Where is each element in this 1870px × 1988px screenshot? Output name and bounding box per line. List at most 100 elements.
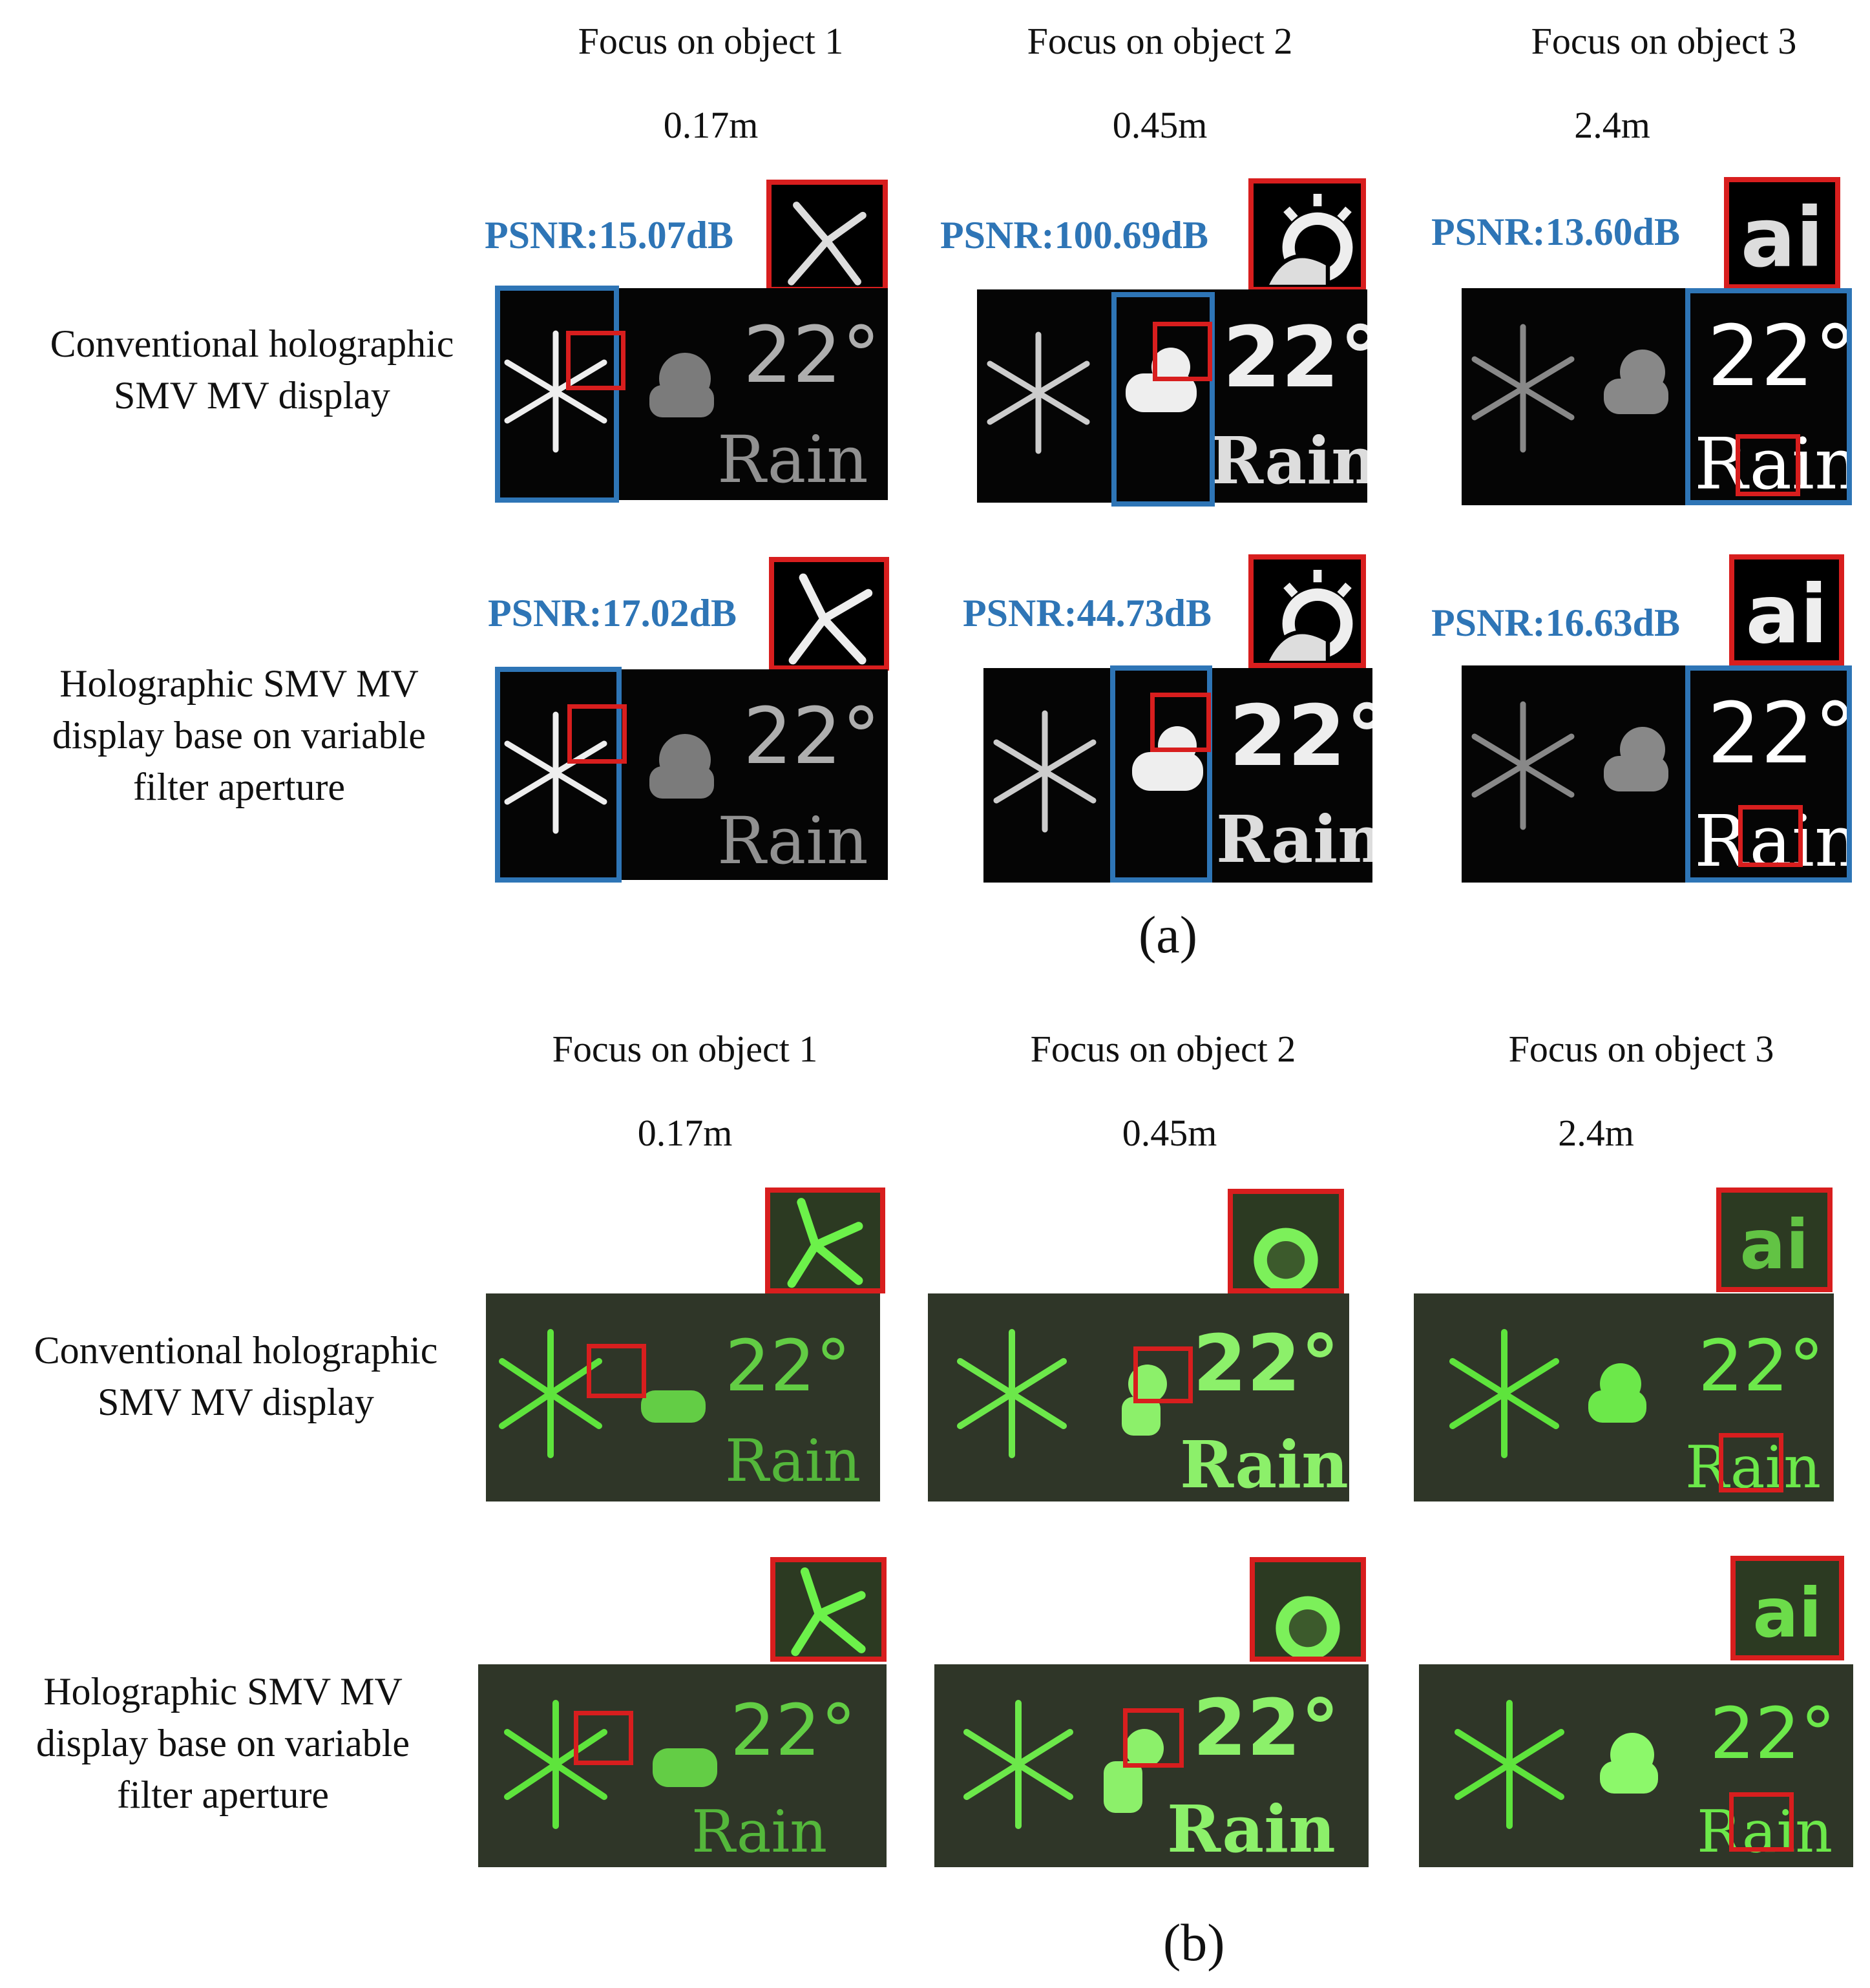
blue-frame-a-r2c1 <box>495 667 622 883</box>
temperature-text: 22° <box>743 692 881 782</box>
psnr-r1-c3: PSNR:13.60dB <box>1431 211 1681 253</box>
cloud-sun-icon <box>1604 727 1668 791</box>
zoom-inset-sun-r2c2 <box>1248 554 1366 668</box>
b-header-col1: Focus on object 1 <box>552 1028 818 1070</box>
snowflake-icon <box>987 331 1090 454</box>
inset-letters-text: ai <box>1753 1573 1822 1653</box>
snowflake-icon <box>1471 324 1575 453</box>
red-highlight-a-r1c3 <box>1736 434 1800 496</box>
red-highlight-b-r2c3 <box>1729 1792 1794 1852</box>
panel-b-r2c1: 22° Rain <box>478 1664 887 1867</box>
rain-text: Rain <box>717 803 868 879</box>
rain-text: Rain <box>1216 801 1372 877</box>
temperature-text: 22° <box>1193 1319 1339 1409</box>
cloud-sun-icon <box>1604 350 1668 414</box>
cloud-sun-icon <box>1600 1733 1658 1794</box>
snowflake-icon <box>993 710 1097 833</box>
rain-text: Rain <box>1180 1427 1349 1501</box>
cloud-sun-icon <box>653 1748 717 1787</box>
zoom-inset-sun-b-r1c2 <box>1228 1189 1344 1293</box>
rain-text: Rain <box>1694 800 1849 883</box>
zoom-inset-snowflake-r2c1 <box>769 557 889 671</box>
panel-b-r1c3: 22° Rain <box>1414 1293 1834 1501</box>
red-highlight-b-r1c2 <box>1133 1346 1193 1403</box>
snowflake-icon <box>1471 701 1575 830</box>
cloud-sun-icon <box>649 353 714 417</box>
temperature-text: 22° <box>725 1324 851 1407</box>
panel-a-r1c1: 22° Rain <box>498 288 888 500</box>
temperature-text: 22° <box>1193 1684 1339 1774</box>
inset-letters-text: ai <box>1740 1205 1809 1284</box>
snowflake-icon <box>1449 1329 1559 1458</box>
cloud-sun-icon <box>1132 726 1203 791</box>
b-header-col3: Focus on object 3 <box>1508 1028 1774 1070</box>
blue-frame-a-r2c2 <box>1110 665 1212 883</box>
a-row1-label: Conventional holographic SMV MV display <box>50 322 454 417</box>
snowflake-icon <box>499 1329 602 1458</box>
psnr-r1-c1: PSNR:15.07dB <box>485 214 734 256</box>
psnr-r2-c3: PSNR:16.63dB <box>1431 602 1681 644</box>
panel-b-r2c3: 22° Rain <box>1419 1664 1853 1867</box>
cloud-sun-icon <box>649 734 714 799</box>
rain-text: Rain <box>691 1798 827 1866</box>
b-header-col2: Focus on object 2 <box>1030 1028 1296 1070</box>
zoom-inset-letters-b-r1c3: ai <box>1716 1188 1833 1292</box>
b-distance-col3: 2.4m <box>1558 1112 1634 1154</box>
rain-text: Rain <box>1210 423 1367 499</box>
cloud-sun-icon <box>1104 1729 1164 1813</box>
panel-a-r2c3: 22° Rain <box>1462 665 1849 883</box>
rain-text: Rain <box>1167 1791 1336 1867</box>
zoom-inset-sun-r1c2 <box>1248 178 1366 292</box>
cloud-sun-icon <box>641 1390 706 1423</box>
red-highlight-a-r2c2 <box>1150 693 1211 752</box>
rain-text: Rain <box>717 422 868 497</box>
a-header-col3: Focus on object 3 <box>1531 20 1797 62</box>
temperature-text: 22° <box>730 1689 856 1772</box>
temperature-text: 22° <box>1229 687 1372 785</box>
zoom-inset-snowflake-b-r1c1 <box>765 1188 885 1293</box>
temperature-text: 22° <box>1710 1692 1836 1775</box>
red-highlight-a-r2c1 <box>567 704 627 764</box>
zoom-inset-sun-b-r2c2 <box>1250 1557 1366 1662</box>
blue-frame-a-r1c1 <box>495 286 619 503</box>
temperature-text: 22° <box>1707 307 1849 405</box>
temperature-text: 22° <box>1223 308 1367 406</box>
cloud-sun-icon <box>1588 1363 1646 1423</box>
temperature-text: 22° <box>1707 684 1849 782</box>
snowflake-icon <box>504 711 607 834</box>
a-header-col1: Focus on object 1 <box>578 20 844 62</box>
zoom-inset-letters-r1c3: ai <box>1724 177 1840 289</box>
a-row2-label: Holographic SMV MV display base on varia… <box>52 662 426 808</box>
zoom-inset-letters-b-r2c3: ai <box>1730 1556 1844 1660</box>
psnr-r1-c2: PSNR:100.69dB <box>940 214 1209 256</box>
a-distance-col2: 0.45m <box>1112 104 1208 146</box>
inset-letters-text: ai <box>1741 191 1824 284</box>
cloud-sun-icon <box>1122 1365 1167 1436</box>
red-highlight-b-r2c1 <box>574 1711 633 1765</box>
b-row2-label: Holographic SMV MV display base on varia… <box>36 1670 410 1816</box>
snowflake-icon <box>504 1700 607 1829</box>
rain-text: Rain <box>1697 1798 1833 1866</box>
blue-frame-a-r2c3 <box>1685 665 1852 883</box>
panel-b-r1c2: 22° Rain <box>928 1293 1349 1501</box>
temperature-text: 22° <box>1698 1324 1824 1407</box>
panel-a-r1c3: 22° Rain <box>1462 288 1849 505</box>
caption-b: (b) <box>1163 1913 1225 1972</box>
zoom-inset-letters-r2c3: ai <box>1729 554 1844 665</box>
panel-b-r2c2: 22° Rain <box>934 1664 1369 1867</box>
red-highlight-b-r1c1 <box>587 1344 646 1398</box>
snowflake-icon <box>957 1329 1067 1458</box>
snowflake-icon <box>963 1700 1073 1829</box>
a-header-col2: Focus on object 2 <box>1027 20 1293 62</box>
red-highlight-b-r1c3 <box>1719 1433 1783 1492</box>
a-distance-col3: 2.4m <box>1574 104 1650 146</box>
zoom-inset-snowflake-b-r2c1 <box>770 1557 887 1662</box>
red-highlight-a-r2c3 <box>1738 805 1803 867</box>
rain-text: Rain <box>725 1427 861 1495</box>
panel-a-r2c1: 22° Rain <box>498 669 888 880</box>
caption-a: (a) <box>1139 905 1198 964</box>
psnr-r2-c1: PSNR:17.02dB <box>488 592 737 634</box>
snowflake-icon <box>504 330 607 453</box>
panel-b-r1c1: 22° Rain <box>486 1293 880 1501</box>
red-highlight-b-r2c2 <box>1123 1708 1184 1768</box>
